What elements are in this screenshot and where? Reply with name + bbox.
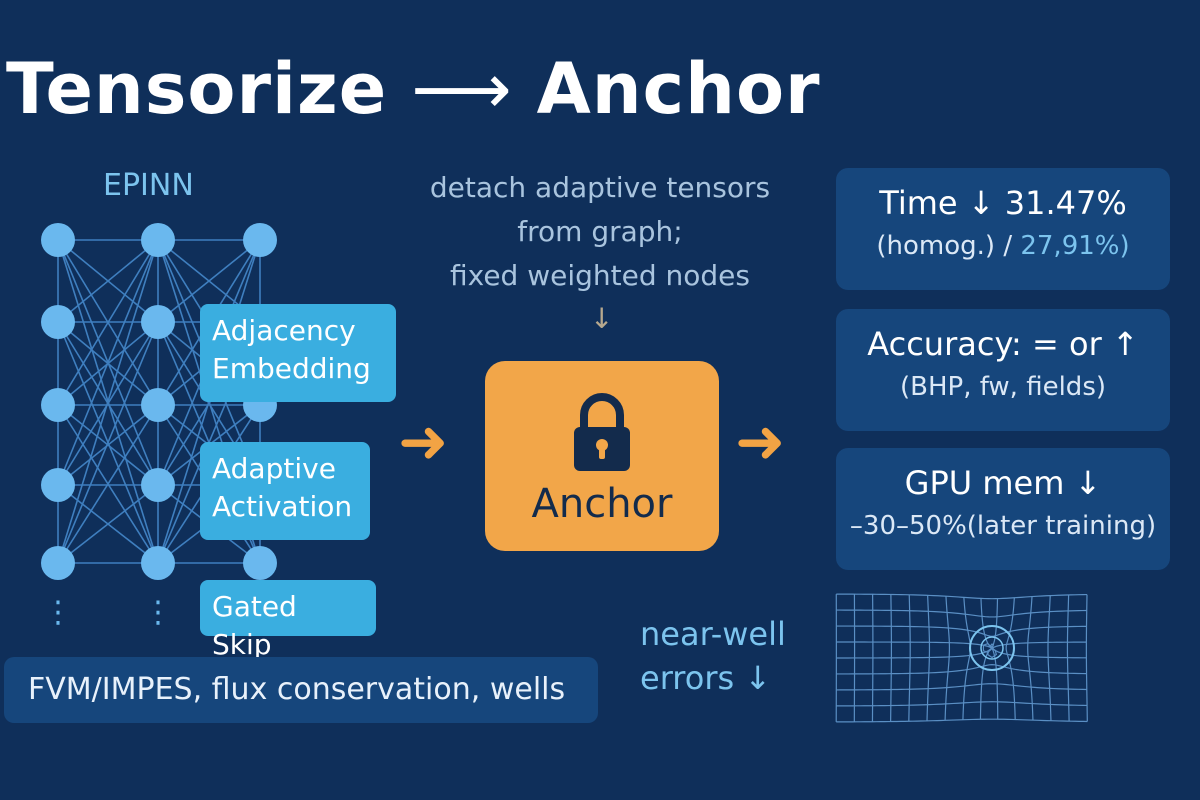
network-node bbox=[141, 223, 175, 257]
mesh-line bbox=[1047, 595, 1052, 721]
network-node bbox=[41, 223, 75, 257]
network-node bbox=[141, 388, 175, 422]
metric-accuracy: Accuracy: = or ↑ (BHP, fw, fields) bbox=[836, 309, 1170, 431]
metric-time-sub-b: 27,91%) bbox=[1020, 231, 1130, 261]
adjacency-line-2: Embedding bbox=[212, 352, 371, 385]
metric-accuracy-sub: (BHP, fw, fields) bbox=[899, 372, 1107, 402]
gated-label: Gated Skip bbox=[212, 590, 297, 661]
metric-gpu-sub: –30–50%(later training) bbox=[849, 511, 1157, 541]
annotation-line-3: fixed weighted nodes bbox=[449, 259, 750, 292]
network-node bbox=[243, 546, 277, 580]
anchor-label: Anchor bbox=[531, 481, 673, 527]
annotation-line-1: detach adaptive tensors bbox=[429, 171, 771, 204]
flow-arrow-icon: ➜ bbox=[398, 407, 449, 477]
title-left: Tensorize bbox=[6, 48, 388, 130]
network-edge bbox=[57, 321, 159, 564]
metric-accuracy-main: Accuracy: = or ↑ bbox=[867, 325, 1139, 363]
network-edge bbox=[57, 239, 159, 323]
mesh-line bbox=[836, 664, 1087, 675]
network-edge bbox=[57, 239, 159, 486]
metric-time-sub-a: (homog.) / bbox=[876, 231, 1021, 261]
network-node bbox=[41, 305, 75, 339]
title-right: Anchor bbox=[536, 48, 821, 130]
mesh-line bbox=[836, 625, 1087, 637]
flow-arrow-icon: ➜ bbox=[735, 407, 786, 477]
metric-gpu-main: GPU mem ↓ bbox=[904, 464, 1102, 502]
near-well-line-1: near-well bbox=[640, 615, 786, 653]
gated-skip-box: Gated Skip bbox=[200, 580, 376, 661]
method-bar: FVM/IMPES, flux conservation, wells bbox=[4, 657, 598, 723]
adaptive-line-1: Adaptive bbox=[212, 452, 336, 485]
network-edge bbox=[57, 239, 159, 564]
adaptive-activation-box: Adaptive Activation bbox=[200, 442, 370, 540]
network-node bbox=[141, 305, 175, 339]
mesh-line bbox=[1085, 594, 1088, 722]
network-edge bbox=[57, 404, 159, 486]
adjacency-embedding-box: Adjacency Embedding bbox=[200, 304, 396, 402]
network-edge bbox=[157, 239, 261, 323]
anchor-annotation: detach adaptive tensors from graph; fixe… bbox=[390, 166, 810, 298]
metric-time: Time ↓ 31.47% (homog.) / 27,91%) bbox=[836, 168, 1170, 290]
anchor-block: Anchor bbox=[485, 361, 719, 551]
annotation-arrow-icon: ↓ bbox=[590, 302, 614, 335]
network-node bbox=[41, 388, 75, 422]
title-arrow-icon: ⟶ bbox=[411, 48, 513, 130]
mesh-line bbox=[962, 597, 972, 720]
adaptive-line-2: Activation bbox=[212, 490, 353, 523]
mesh-line bbox=[836, 609, 1087, 618]
annotation-line-2: from graph; bbox=[517, 215, 683, 248]
lock-icon bbox=[574, 393, 630, 471]
network-node bbox=[141, 546, 175, 580]
mesh-line bbox=[836, 641, 1087, 659]
metric-time-sub: (homog.) / 27,91%) bbox=[836, 226, 1170, 266]
network-edge bbox=[57, 404, 159, 564]
near-well-note: near-well errors ↓ bbox=[640, 612, 786, 700]
network-node bbox=[243, 223, 277, 257]
mesh-line bbox=[836, 593, 1088, 600]
near-well-mesh bbox=[835, 593, 1088, 723]
network-node bbox=[41, 468, 75, 502]
mesh-line bbox=[836, 643, 1087, 659]
mesh-line bbox=[836, 701, 1088, 707]
network-node bbox=[41, 546, 75, 580]
network-node bbox=[141, 468, 175, 502]
mesh-line bbox=[944, 596, 951, 721]
network-ellipsis: ⋮ bbox=[43, 595, 73, 630]
near-well-line-2: errors ↓ bbox=[640, 659, 772, 697]
network-label: EPINN bbox=[103, 168, 194, 203]
mesh-line bbox=[1027, 596, 1034, 721]
network-ellipsis: ⋮ bbox=[143, 595, 173, 630]
well-ring bbox=[980, 636, 1004, 660]
metric-gpu: GPU mem ↓ –30–50%(later training) bbox=[836, 448, 1170, 570]
mesh-line bbox=[836, 718, 1088, 723]
mesh-line bbox=[836, 683, 1087, 691]
well-ring bbox=[969, 625, 1015, 671]
network-edge bbox=[57, 484, 159, 564]
network-edge bbox=[57, 239, 159, 406]
page-title: Tensorize ⟶ Anchor bbox=[6, 48, 821, 130]
adjacency-line-1: Adjacency bbox=[212, 314, 356, 347]
metric-time-main: Time ↓ 31.47% bbox=[879, 184, 1127, 222]
